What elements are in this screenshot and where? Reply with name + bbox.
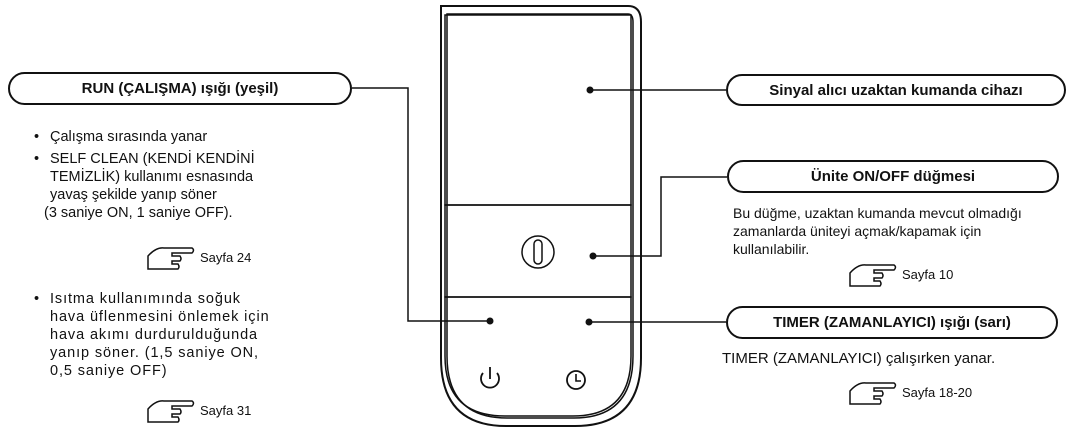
page-ref-31: Sayfa 31 [146, 397, 251, 423]
hand-pointer-icon [147, 247, 195, 270]
run-light-callout: RUN (ÇALIŞMA) ışığı (yeşil) [8, 72, 352, 105]
receiver-callout: Sinyal alıcı uzaktan kumanda cihazı [726, 74, 1066, 106]
page-ref-24-label: Sayfa 24 [200, 249, 252, 265]
run-note-1: Çalışma sırasında yanar [26, 128, 326, 146]
timer-lamp-dot [585, 318, 593, 326]
run-note-3: Isıtma kullanımında soğuk hava üflenmesi… [26, 290, 326, 380]
run-note-2: SELF CLEAN (KENDİ KENDİNİ TEMİZLİK) kull… [26, 150, 326, 222]
device-inner-frame [446, 13, 634, 419]
hand-pointer-icon [849, 264, 897, 287]
page-ref-18-20-label: Sayfa 18-20 [902, 384, 973, 400]
timer-description: TIMER (ZAMANLAYICI) çalışırken yanar. [722, 350, 996, 367]
power-icon [480, 367, 500, 389]
page-ref-31-label: Sayfa 31 [200, 402, 252, 418]
clock-icon [566, 370, 586, 390]
run-light-heating-note: Isıtma kullanımında soğuk hava üflenmesi… [26, 290, 326, 384]
page-ref-10-label: Sayfa 10 [902, 266, 954, 282]
page-ref-18-20: Sayfa 18-20 [848, 379, 972, 405]
receiver-dot [586, 86, 594, 94]
hand-pointer-icon [849, 382, 897, 405]
page-ref-24: Sayfa 24 [146, 244, 251, 270]
hand-pointer-icon [147, 400, 195, 423]
onoff-button-callout: Ünite ON/OFF düğmesi [727, 160, 1059, 193]
run-light-notes: Çalışma sırasında yanar SELF CLEAN (KEND… [26, 128, 326, 226]
indicator-panel [444, 296, 632, 417]
onoff-description: Bu düğme, uzaktan kumanda mevcut olmadığ… [733, 205, 1022, 257]
leader-run [352, 87, 490, 322]
page-ref-10: Sayfa 10 [848, 261, 953, 287]
leader-onoff [593, 176, 727, 257]
onoff-dot [589, 252, 597, 260]
device-outer-frame [440, 5, 642, 427]
run-lamp-dot [486, 317, 494, 325]
receiver-panel [444, 14, 632, 206]
timer-light-callout: TIMER (ZAMANLAYICI) ışığı (sarı) [726, 306, 1058, 339]
